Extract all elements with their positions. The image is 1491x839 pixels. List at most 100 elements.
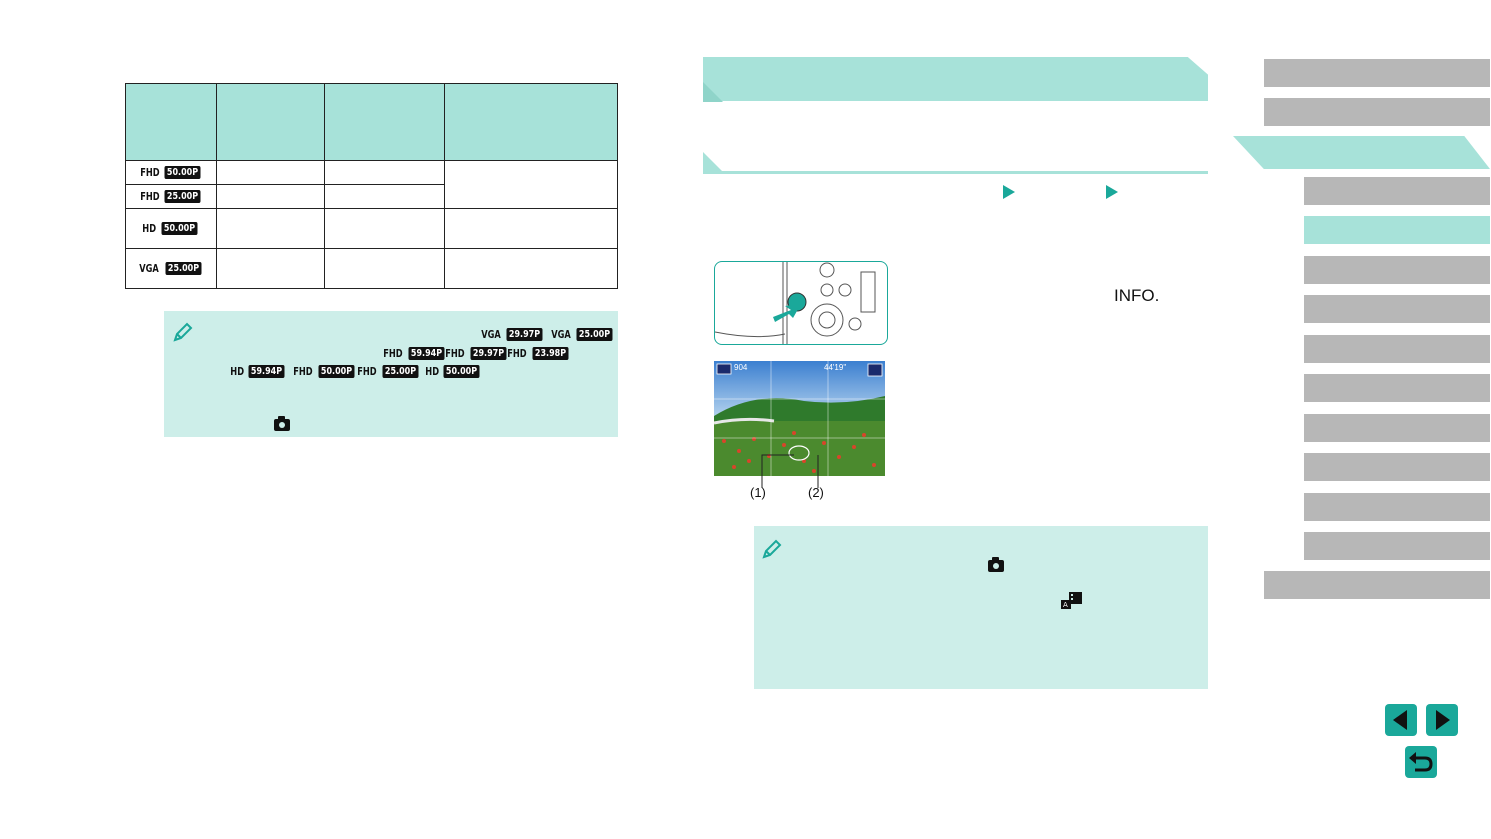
prev-page-button[interactable] [1385,704,1417,736]
table-cell [444,248,618,289]
resolution-label: FHD [139,190,160,203]
frame-rate-label: 50.00P [161,222,198,235]
return-icon [1409,752,1433,772]
sidebar-subitem[interactable] [1304,177,1490,205]
section-heading-bar [703,57,1208,101]
movie-quality-table: FHD 50.00P FHD 25.00P HD 50.00P VGA 25.00P [125,83,618,289]
table-cell [216,184,325,209]
sidebar-chapter-active[interactable] [1233,136,1490,169]
movie-quality-icon: FHD 29.97P [442,344,511,362]
resolution-label: FHD [139,166,160,179]
table-row: VGA 25.00P [125,248,618,289]
sidebar-subitem[interactable] [1304,374,1490,402]
resolution-label: VGA [139,262,160,275]
frame-rate-label: 25.00P [382,365,419,378]
frame-rate-label: 59.94P [248,365,285,378]
table-cell-quality: VGA 25.00P [125,248,217,289]
lcd-shot-count: 904 [734,363,748,372]
table-row: FHD 50.00P [125,160,618,209]
next-page-button[interactable] [1426,704,1458,736]
note-box [754,526,1208,689]
frame-rate-label: 59.94P [408,347,445,360]
table-cell [324,160,445,185]
table-header-cell [444,83,618,161]
sidebar-subitem[interactable] [1304,335,1490,363]
table-row: FHD 25.00P [125,184,618,209]
frame-rate-label: 23.98P [532,347,569,360]
sidebar-subitem[interactable] [1304,453,1490,481]
heading-corner-triangle [703,82,723,102]
sidebar-item[interactable] [1264,571,1490,599]
camera-icon [988,557,1004,572]
sidebar-subitem[interactable] [1304,532,1490,560]
movie-quality-icon: FHD 25.00P [354,362,423,380]
sidebar-subitem[interactable] [1304,493,1490,521]
sidebar-subitem-active[interactable] [1304,216,1490,244]
resolution-label: FHD [507,347,527,360]
frame-rate-label: 29.97P [506,328,543,341]
movie-quality-icon: FHD 25.00P [137,190,206,203]
resolution-label: FHD [357,365,377,378]
sidebar-subitem[interactable] [1304,414,1490,442]
return-button[interactable] [1405,746,1437,778]
sidebar-subitem[interactable] [1304,256,1490,284]
table-header-cell [324,83,445,161]
table-cell [324,208,445,249]
arrow-right-icon [1003,185,1015,199]
resolution-label: FHD [293,365,313,378]
resolution-label: HD [425,365,440,378]
callout-lines [761,454,819,488]
table-header-cell [125,83,217,161]
movie-quality-icon: VGA 29.97P [478,325,547,343]
sidebar-subitem[interactable] [1304,295,1490,323]
movie-quality-icon: HD 50.00P [140,222,201,235]
frame-rate-label: 25.00P [576,328,613,341]
movie-quality-icon: FHD 23.98P [504,344,573,362]
lcd-remaining-time: 44'19" [824,363,847,372]
info-button-label: INFO. [1114,286,1160,305]
table-cell [324,184,445,209]
camera-back-illustration [714,261,888,345]
resolution-label: HD [230,365,245,378]
table-cell [216,208,325,249]
arrow-right-icon [1106,185,1118,199]
sidebar-item[interactable] [1264,98,1490,126]
lcd-screen-illustration: 904 44'19" [714,361,885,476]
movie-quality-icon: FHD 59.94P [380,344,449,362]
svg-text:A: A [1063,601,1068,609]
table-cell-quality: FHD 25.00P [125,184,217,209]
camera-body-drawing [715,262,876,344]
table-row: HD 50.00P [125,208,618,249]
callout-1-label: (1) [750,485,766,500]
frame-rate-label: 50.00P [318,365,355,378]
sidebar-item[interactable] [1264,59,1490,87]
movie-quality-icon: VGA 25.00P [136,262,205,275]
movie-quality-icon: FHD 50.00P [137,166,206,179]
resolution-label: FHD [383,347,403,360]
table-cell [216,248,325,289]
resolution-label: FHD [445,347,465,360]
table-cell [216,160,325,185]
landscape-photo [714,361,885,476]
resolution-label: VGA [481,328,501,341]
frame-rate-label: 25.00P [164,190,201,203]
frame-rate-label: 29.97P [470,347,507,360]
camera-icon [274,416,290,431]
table-cell-quality: HD 50.00P [125,208,217,249]
subheading-underline [703,171,1208,174]
prev-page-icon [1393,710,1407,730]
resolution-label: HD [142,222,157,235]
pencil-icon [762,539,782,559]
movie-quality-icon: FHD 50.00P [290,362,359,380]
frame-rate-label: 25.00P [165,262,202,275]
table-cell-quality: FHD 50.00P [125,160,217,185]
table-cell [324,248,445,289]
frame-rate-label: 50.00P [164,166,201,179]
callout-2-label: (2) [808,485,824,500]
pencil-icon [173,322,193,342]
next-page-icon [1436,710,1450,730]
table-header-row [125,83,618,161]
